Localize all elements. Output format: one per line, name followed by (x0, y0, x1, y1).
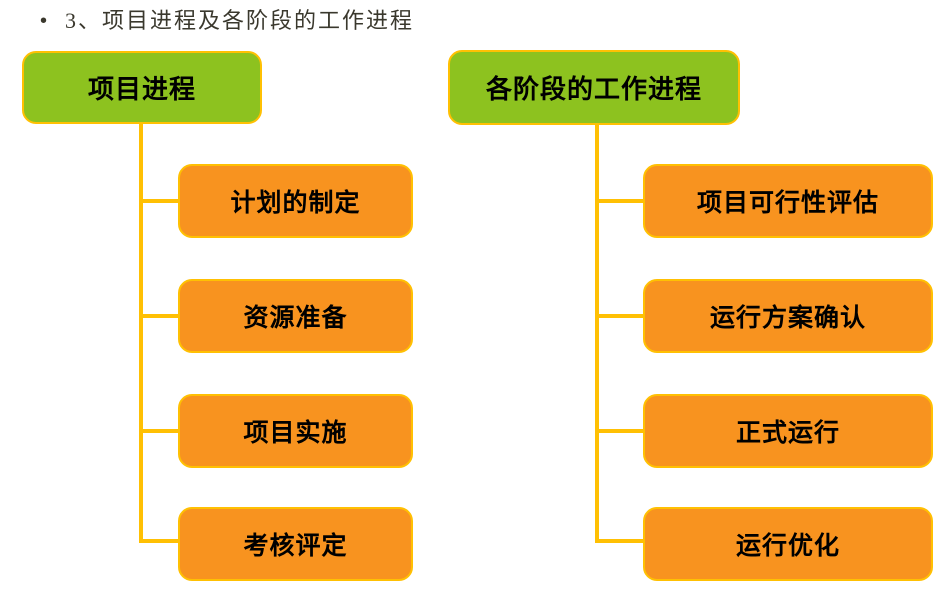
node-label: 资源准备 (243, 304, 348, 332)
node-assessment-evaluation: 考核评定 (178, 507, 413, 581)
root-node-stage-work-progress: 各阶段的工作进程 (448, 50, 740, 125)
node-label: 项目实施 (243, 419, 348, 447)
tree1-branch-connector-0 (597, 199, 643, 203)
tree0-branch-connector-1 (141, 314, 179, 318)
node-feasibility-assessment: 项目可行性评估 (643, 164, 933, 238)
slide-title-row: • 3、项目进程及各阶段的工作进程 (40, 6, 414, 36)
tree1-branch-connector-3 (597, 539, 643, 543)
node-label: 运行方案确认 (709, 304, 866, 332)
root-node-label: 各阶段的工作进程 (485, 74, 702, 104)
root-node-label: 项目进程 (87, 74, 196, 104)
tree0-branch-connector-2 (141, 429, 179, 433)
node-formal-operation: 正式运行 (643, 394, 933, 468)
node-label: 计划的制定 (230, 189, 361, 217)
tree1-vertical-connector (595, 125, 599, 543)
node-label: 考核评定 (243, 532, 348, 560)
tree1-branch-connector-2 (597, 429, 643, 433)
tree0-vertical-connector (139, 124, 143, 543)
node-label: 运行优化 (735, 532, 840, 560)
node-operation-plan-confirmation: 运行方案确认 (643, 279, 933, 353)
node-plan-formulation: 计划的制定 (178, 164, 413, 238)
root-node-project-progress: 项目进程 (22, 51, 262, 124)
tree1-branch-connector-1 (597, 314, 643, 318)
page-title: 3、项目进程及各阶段的工作进程 (65, 8, 415, 33)
tree0-branch-connector-0 (141, 199, 179, 203)
tree0-branch-connector-3 (141, 539, 179, 543)
node-operation-optimization: 运行优化 (643, 507, 933, 581)
node-label: 正式运行 (735, 419, 840, 447)
node-project-implementation: 项目实施 (178, 394, 413, 468)
node-label: 项目可行性评估 (696, 189, 879, 217)
node-resource-preparation: 资源准备 (178, 279, 413, 353)
bullet-icon: • (40, 10, 48, 32)
